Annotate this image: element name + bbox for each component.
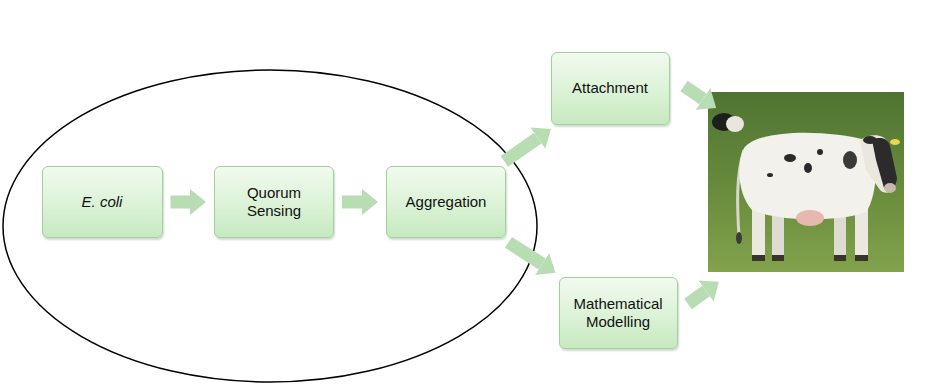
arrows-to-cow: [684, 86, 706, 304]
box-label: Aggregation: [406, 193, 487, 211]
group-ellipse: [3, 70, 537, 382]
block-arrow: [509, 242, 543, 264]
box-label: Mathematical Modelling: [570, 295, 667, 331]
box-label: Quorum Sensing: [225, 184, 323, 220]
process-box: Aggregation: [386, 166, 506, 238]
block-arrow: [342, 196, 362, 209]
connectors: [171, 138, 543, 264]
block-arrow: [171, 196, 191, 209]
block-arrow: [688, 291, 706, 304]
process-box: E. coli: [42, 166, 163, 238]
process-box: Attachment: [551, 52, 670, 125]
cow-photo: [708, 92, 904, 272]
block-arrow: [684, 86, 703, 99]
box-label: Attachment: [572, 79, 648, 97]
box-label: E. coli: [82, 193, 123, 211]
block-arrow: [504, 138, 537, 161]
process-box: Quorum Sensing: [214, 166, 334, 238]
process-box: Mathematical Modelling: [559, 277, 678, 349]
